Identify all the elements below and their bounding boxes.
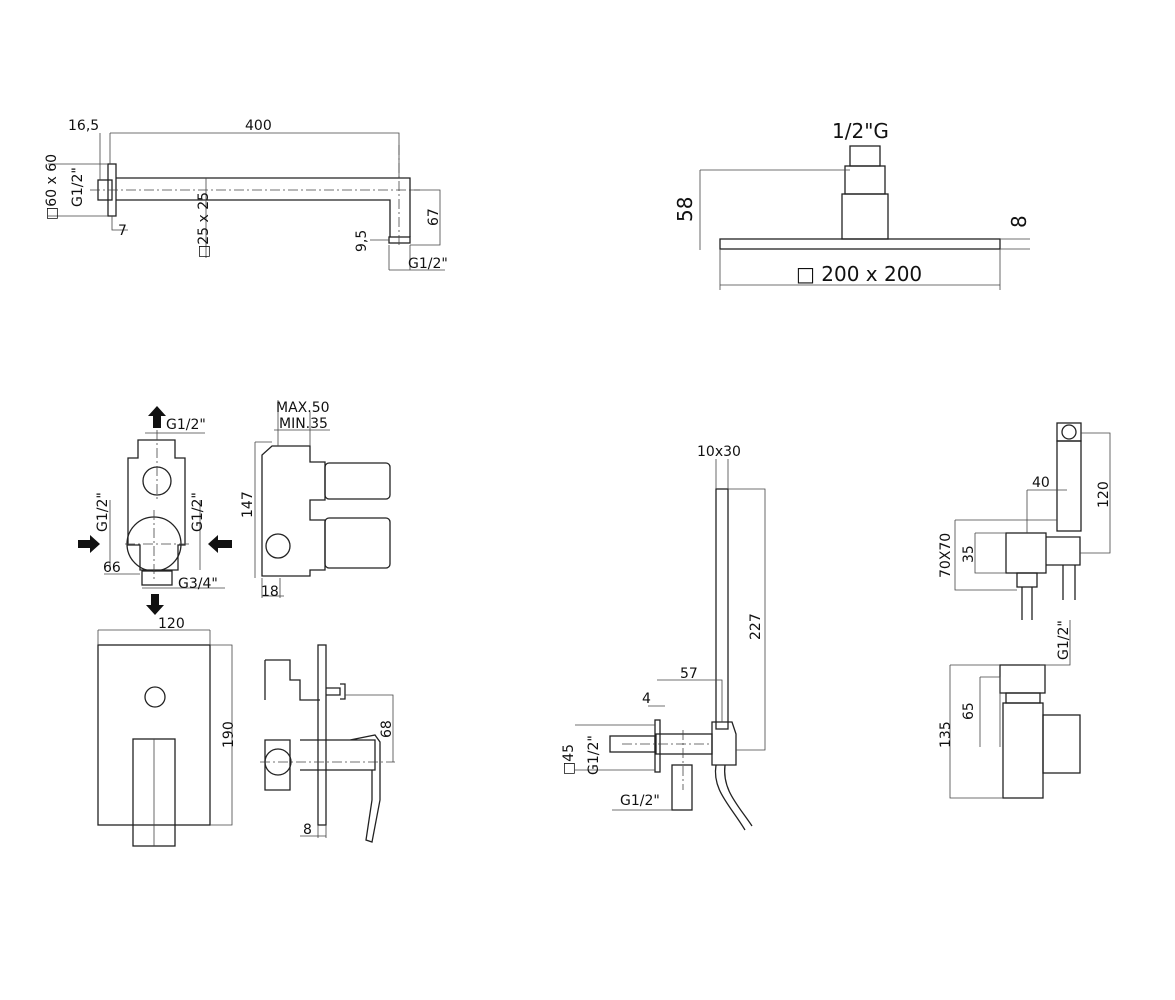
dim-holder-depth: 40 [1032, 475, 1050, 491]
dim-tube: □25 x 25 [196, 192, 212, 258]
dim-outlet-thread: G1/2" [408, 256, 448, 272]
dim-flange-depth: 7 [118, 223, 127, 239]
dim-outlet-height: 35 [961, 545, 977, 563]
dim-left-thread: G1/2" [95, 492, 111, 532]
dim-offset: 16,5 [68, 118, 99, 134]
dim-handle: 10x30 [697, 444, 741, 460]
dim-flange: □60 x 60 [44, 154, 60, 220]
dim-nipple: 9,5 [354, 230, 370, 252]
dim-wall-thread: G1/2" [586, 735, 602, 775]
dim-plate-height: 190 [221, 721, 237, 748]
dim-total-height: 135 [938, 721, 954, 748]
dim-plate-width: 120 [158, 616, 185, 632]
dim-bottom-thread: G3/4" [178, 576, 218, 592]
hand-shower-drawing: 10x30 227 57 4 □45 G1/2" G1/2" [561, 444, 766, 831]
dim-top-thread: G1/2" [166, 417, 206, 433]
dim-square: □45 [561, 744, 577, 775]
dim-height: 147 [240, 491, 256, 518]
dim-wall: 18 [261, 584, 279, 600]
dim-offset: 66 [103, 560, 121, 576]
concealed-valve-drawing: G1/2" MAX.50 MIN.35 G1/2" G1/2" 147 66 G… [78, 400, 395, 847]
dim-plate-depth: 8 [303, 822, 312, 838]
dim-valve-height: 65 [961, 702, 977, 720]
dim-flange: 4 [642, 691, 651, 707]
dim-inlet-thread: G1/2" [70, 167, 86, 207]
dim-height: 58 [673, 197, 697, 222]
dim-head-length: 120 [1096, 481, 1112, 508]
dim-thickness: 8 [1007, 215, 1031, 228]
dim-diverter-height: 68 [379, 720, 395, 738]
dim-max-depth: MAX.50 [276, 400, 330, 416]
dim-thread: 1/2"G [832, 119, 889, 143]
shower-head-drawing: 1/2"G 58 8 □ 200 x 200 [673, 119, 1031, 290]
dim-outlet-thread: G1/2" [620, 793, 660, 809]
dim-drop: 67 [426, 208, 442, 226]
dim-length: 227 [748, 613, 764, 640]
bidet-shower-drawing: 40 120 70X70 35 G1/2" 65 135 [938, 422, 1112, 799]
dim-thread: G1/2" [1056, 620, 1072, 660]
dim-projection: 57 [680, 666, 698, 682]
dim-min-depth: MIN.35 [279, 416, 328, 432]
dim-right-thread: G1/2" [190, 492, 206, 532]
dim-plate: 70X70 [938, 533, 954, 578]
dim-size: □ 200 x 200 [796, 262, 922, 286]
dim-length: 400 [245, 118, 272, 134]
shower-arm-drawing: 16,5 400 □60 x 60 G1/2" 7 □25 x 25 67 9,… [44, 118, 448, 272]
